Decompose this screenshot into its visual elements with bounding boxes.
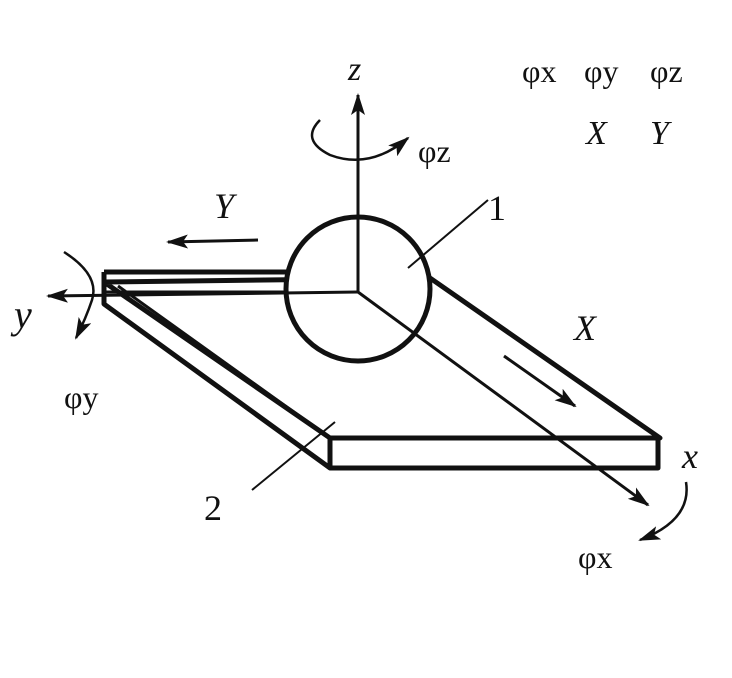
Y-motion-arrow	[166, 234, 259, 249]
X-motion-label: X	[572, 308, 598, 348]
phi-z-rotation-arrow	[310, 119, 410, 162]
phi-x-label: φx	[578, 539, 612, 575]
motion-arrows	[166, 234, 577, 408]
x-axis-label: x	[681, 436, 698, 476]
legend-phi-z: φz	[650, 53, 683, 89]
part-2-label: 2	[204, 488, 222, 528]
plate-inner-edge	[117, 284, 331, 440]
phi-z-label: φz	[418, 133, 451, 169]
phi-x-rotation-arrow	[638, 481, 688, 542]
plate-front-face	[330, 438, 661, 471]
rotation-arrows	[63, 119, 688, 542]
phi-y-rotation-arrow	[63, 250, 95, 340]
z-axis-label: z	[347, 51, 361, 88]
leader-lines	[251, 199, 489, 491]
y-axis-line	[46, 288, 359, 303]
legend-phi-y: φy	[584, 53, 618, 89]
leader-part-2	[251, 421, 336, 491]
part-1-label: 1	[488, 188, 506, 228]
y-axis-label: y	[10, 292, 32, 337]
phi-y-label: φy	[64, 379, 98, 415]
X-motion-arrow	[503, 354, 577, 408]
coordinate-axes	[46, 93, 650, 507]
legend-phi-x: φx	[522, 53, 556, 89]
Y-motion-label: Y	[214, 186, 238, 226]
x-axis-line	[357, 290, 650, 507]
legend-Y: Y	[650, 115, 672, 152]
plate-left-face	[101, 272, 333, 471]
legend: φx φy φz X Y	[522, 53, 683, 152]
legend-X: X	[584, 115, 608, 152]
leader-part-1	[407, 199, 489, 269]
plate-part-2	[101, 269, 663, 471]
